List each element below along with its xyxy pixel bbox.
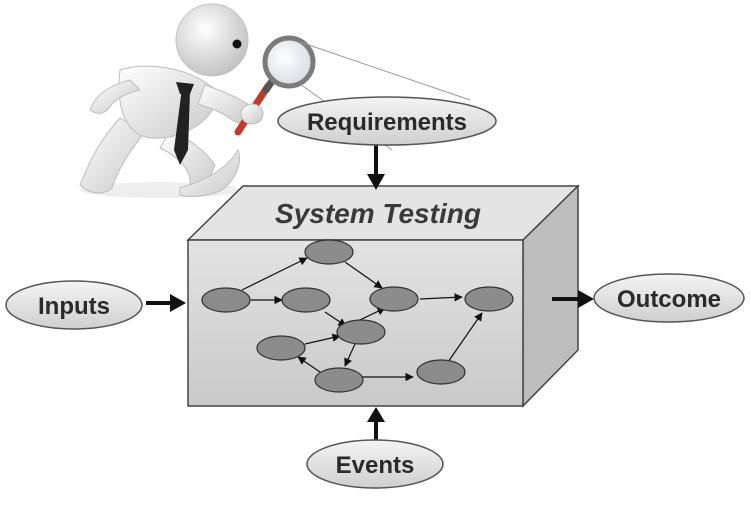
events-arrowhead <box>367 407 385 422</box>
system-testing-title: System Testing <box>275 198 481 229</box>
inputs-label: Inputs <box>38 293 110 320</box>
magnifying-glass-inspector-icon <box>79 3 471 198</box>
inputs-bubble: Inputs <box>5 280 143 330</box>
graph-node <box>464 286 514 312</box>
requirements-bubble: Requirements <box>277 96 497 146</box>
graph-node <box>256 335 306 361</box>
graph-node <box>314 367 364 393</box>
outcome-label: Outcome <box>617 286 721 313</box>
graph-node <box>336 319 386 345</box>
graph-node <box>281 287 331 313</box>
edge <box>344 343 356 367</box>
events-bubble: Events <box>306 439 444 489</box>
edge <box>344 261 383 289</box>
internal-graph-nodes <box>201 239 514 393</box>
outcome-arrowhead <box>578 290 594 308</box>
graph-node <box>416 359 466 385</box>
edge <box>447 312 483 363</box>
requirements-arrowhead <box>367 174 385 190</box>
edge <box>241 257 308 291</box>
graph-node <box>369 286 419 312</box>
graph-node <box>201 287 251 313</box>
edge <box>297 356 321 373</box>
requirements-label: Requirements <box>307 109 467 136</box>
external-arrows <box>146 144 594 440</box>
outcome-bubble: Outcome <box>593 273 745 323</box>
inputs-arrowhead <box>170 294 186 312</box>
edge <box>304 333 341 345</box>
events-label: Events <box>336 452 415 479</box>
edge <box>419 293 463 302</box>
graph-node <box>304 239 354 265</box>
